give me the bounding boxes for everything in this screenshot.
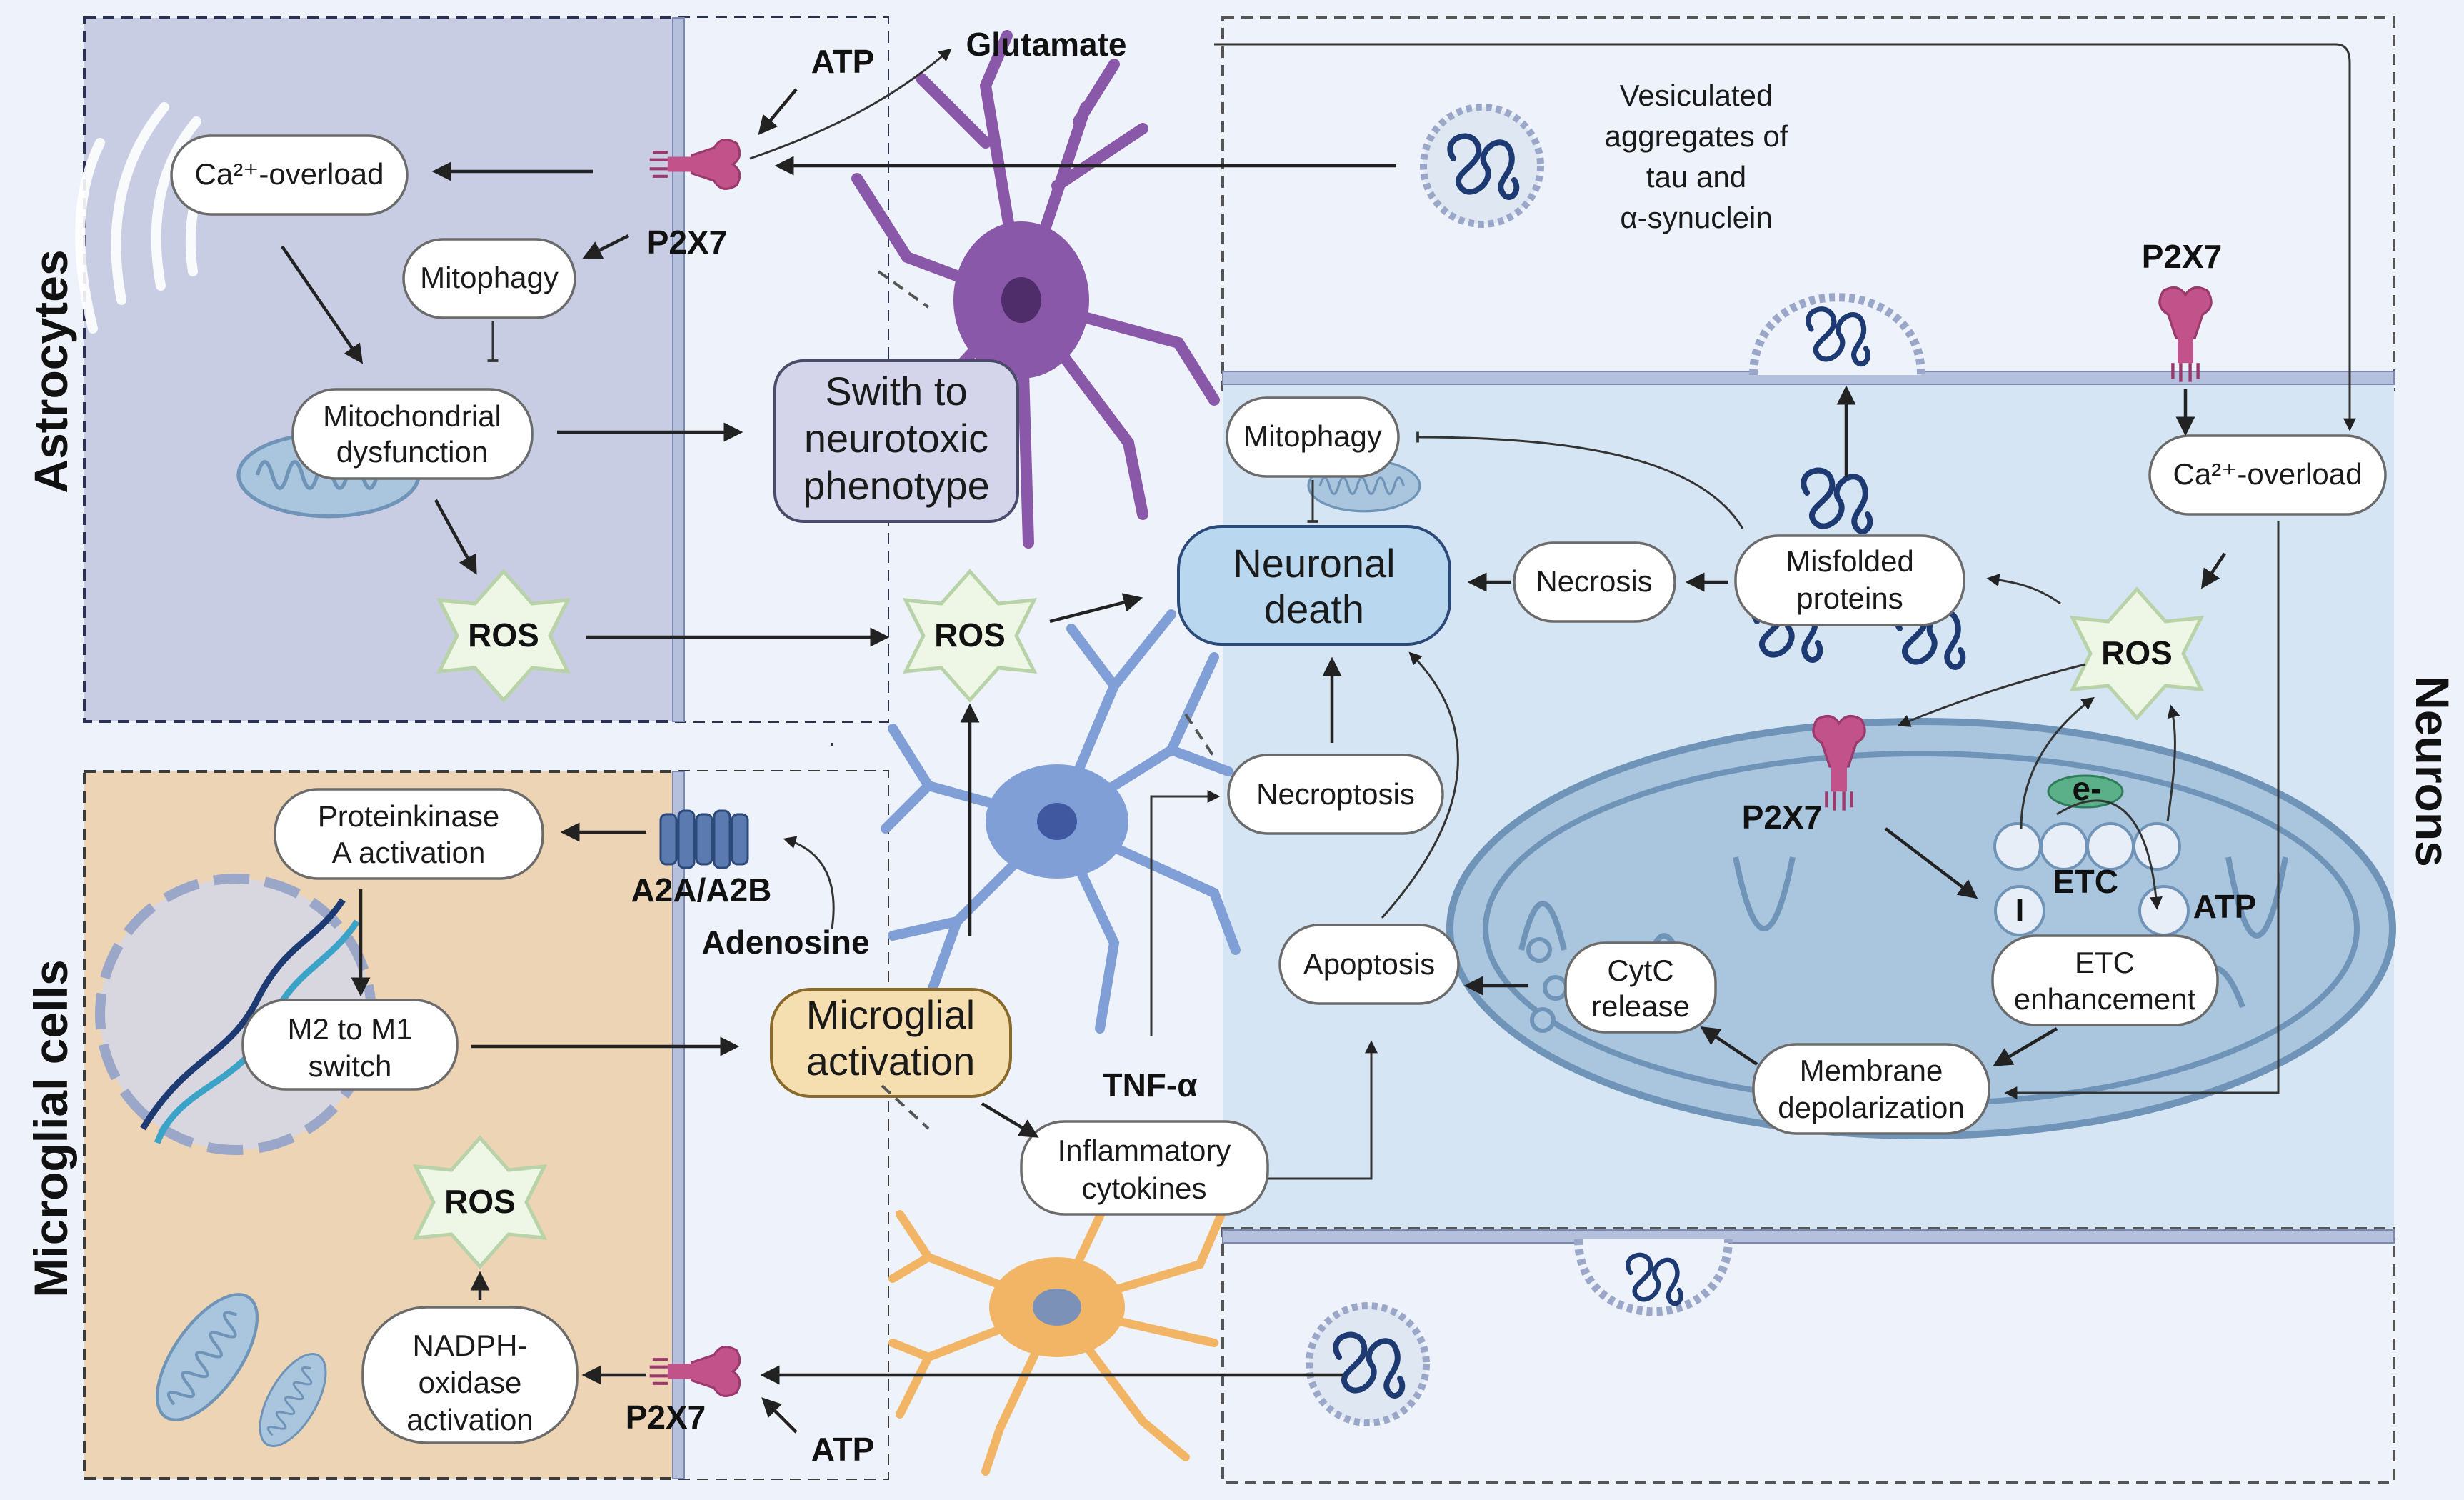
nadph-label-2: oxidase [419,1366,522,1399]
microglia-nucleus [1033,1289,1081,1326]
mito-dysfunction-label-2: dysfunction [336,435,488,469]
mito-dysfunction-box [291,388,534,480]
cytc-dots-icon [1526,937,1568,1033]
neuron-nucleus [1037,803,1077,840]
switch-label-2: neurotoxic [804,416,988,461]
complex-i-label: I [2015,891,2025,929]
pka-label-1: Proteinkinase [318,799,499,833]
atp-neuron-label: ATP [2193,888,2257,925]
mitophagy-astro-box [402,238,576,319]
apoptosis-box [1278,924,1460,1005]
vesicle-label-1: Vesiculated [1620,79,1773,112]
pka-label-2: A activation [332,836,486,869]
a2a-label: A2A/A2B [631,871,772,909]
microglia-membrane [672,771,685,1479]
microglial-activation-label-1: Microglial [806,992,976,1037]
ros-neuron-label: ROS [2101,634,2173,671]
p2x7-top-label: P2X7 [2142,238,2223,275]
necrosis-box [1513,541,1676,623]
etc-enhancement-label-2: enhancement [2014,982,2196,1016]
vesicle-label-4: α-synuclein [1620,201,1772,234]
inflammatory-box [1020,1120,1269,1216]
inflammatory-label-2: cytokines [1081,1171,1206,1205]
neuronal-death-box [1177,525,1451,646]
membrane-depol-label-1: Membrane [1800,1054,1943,1087]
nadph-label-3: activation [406,1403,533,1436]
misfolded-label-1: Misfolded [1786,544,1914,578]
p2x7-astro-label: P2X7 [647,224,728,261]
ca-overload-neuron-box [2148,434,2387,516]
etc-enhancement-box [1991,934,2219,1026]
astrocyte-membrane [672,17,685,722]
ca-overload-astro-box [170,134,409,216]
atp-astro-label: ATP [811,43,875,80]
atp-microglia-label: ATP [811,1431,875,1468]
nadph-box [361,1306,579,1444]
p2x7-microglia-label: P2X7 [626,1399,706,1436]
astrocyte-nucleus [1001,277,1041,323]
a2a-receptor-icon [659,809,749,869]
membrane-depol-box [1752,1043,1990,1135]
ros-star-neuron [2069,586,2205,721]
p2x7-mito-label: P2X7 [1742,799,1823,836]
neuronal-death-label-2: death [1264,586,1364,631]
endocytic-vesicle-icon [1574,1239,1733,1316]
switch-label-3: phenotype [803,463,990,508]
vesicle-label-3: tau and [1646,160,1746,194]
ros-microglia-label: ROS [444,1183,516,1220]
section-astrocytes: Astrocytes [24,249,77,493]
vesicle-icon [1306,1302,1430,1426]
section-microglial-cells: Microglial cells [24,959,77,1297]
ca-overload-neuron-label: Ca²⁺-overload [2173,457,2363,491]
inflammatory-label-1: Inflammatory [1058,1134,1231,1167]
microglial-activation-label-2: activation [806,1039,976,1084]
m2m1-box [241,999,459,1091]
arrows [281,43,2356,1434]
ros-center-label: ROS [934,616,1006,654]
ca-overload-astro-label: Ca²⁺-overload [195,157,384,191]
membrane-depol-label-2: depolarization [1778,1091,1965,1124]
electron-icon [2047,774,2124,809]
section-neurons: Neurons [2406,676,2459,867]
cytc-label-2: release [1591,989,1690,1023]
adenosine-label: Adenosine [701,924,869,961]
mito-dysfunction-label-1: Mitochondrial [323,399,501,433]
glutamate-label: Glutamate [966,26,1127,63]
nadph-label-1: NADPH- [412,1329,527,1362]
switch-label-1: Swith to [825,369,967,414]
pka-box [274,788,544,880]
cytc-label-1: CytC [1607,954,1673,987]
misfolded-label-2: proteins [1796,581,1903,615]
etc-label: ETC [2053,863,2118,900]
neuronal-death-label-1: Neuronal [1233,541,1395,586]
m2m1-label-2: switch [309,1049,392,1083]
mitophagy-neuron-box [1226,396,1400,478]
cytc-box [1564,941,1717,1034]
mitophagy-neuron-label: Mitophagy [1243,419,1382,453]
m2m1-label-1: M2 to M1 [287,1012,412,1046]
mitophagy-astro-label: Mitophagy [420,261,559,294]
ros-star-astro [436,569,571,703]
ros-star-microglia [412,1135,548,1269]
etc-enhancement-label-1: ETC [2075,946,2135,979]
etc-complex-icon [1993,822,2190,936]
necroptosis-box [1227,754,1444,835]
vesicle-icon [1420,104,1544,228]
ros-astro-label: ROS [468,616,539,654]
misfolded-box [1734,534,1965,626]
ros-star-center [902,569,1038,703]
necroptosis-label: Necroptosis [1256,777,1415,811]
e-minus-label: e- [2073,770,2102,807]
switch-box [773,359,1019,523]
neuron-membrane-bottom [1222,1229,2395,1244]
tnf-label: TNF-α [1102,1066,1197,1104]
apoptosis-label: Apoptosis [1303,947,1435,981]
vesicle-label-2: aggregates of [1605,119,1788,153]
microglial-activation-box [770,988,1012,1098]
necrosis-label: Necrosis [1536,564,1652,598]
budding-vesicle-icon [1749,293,1925,376]
